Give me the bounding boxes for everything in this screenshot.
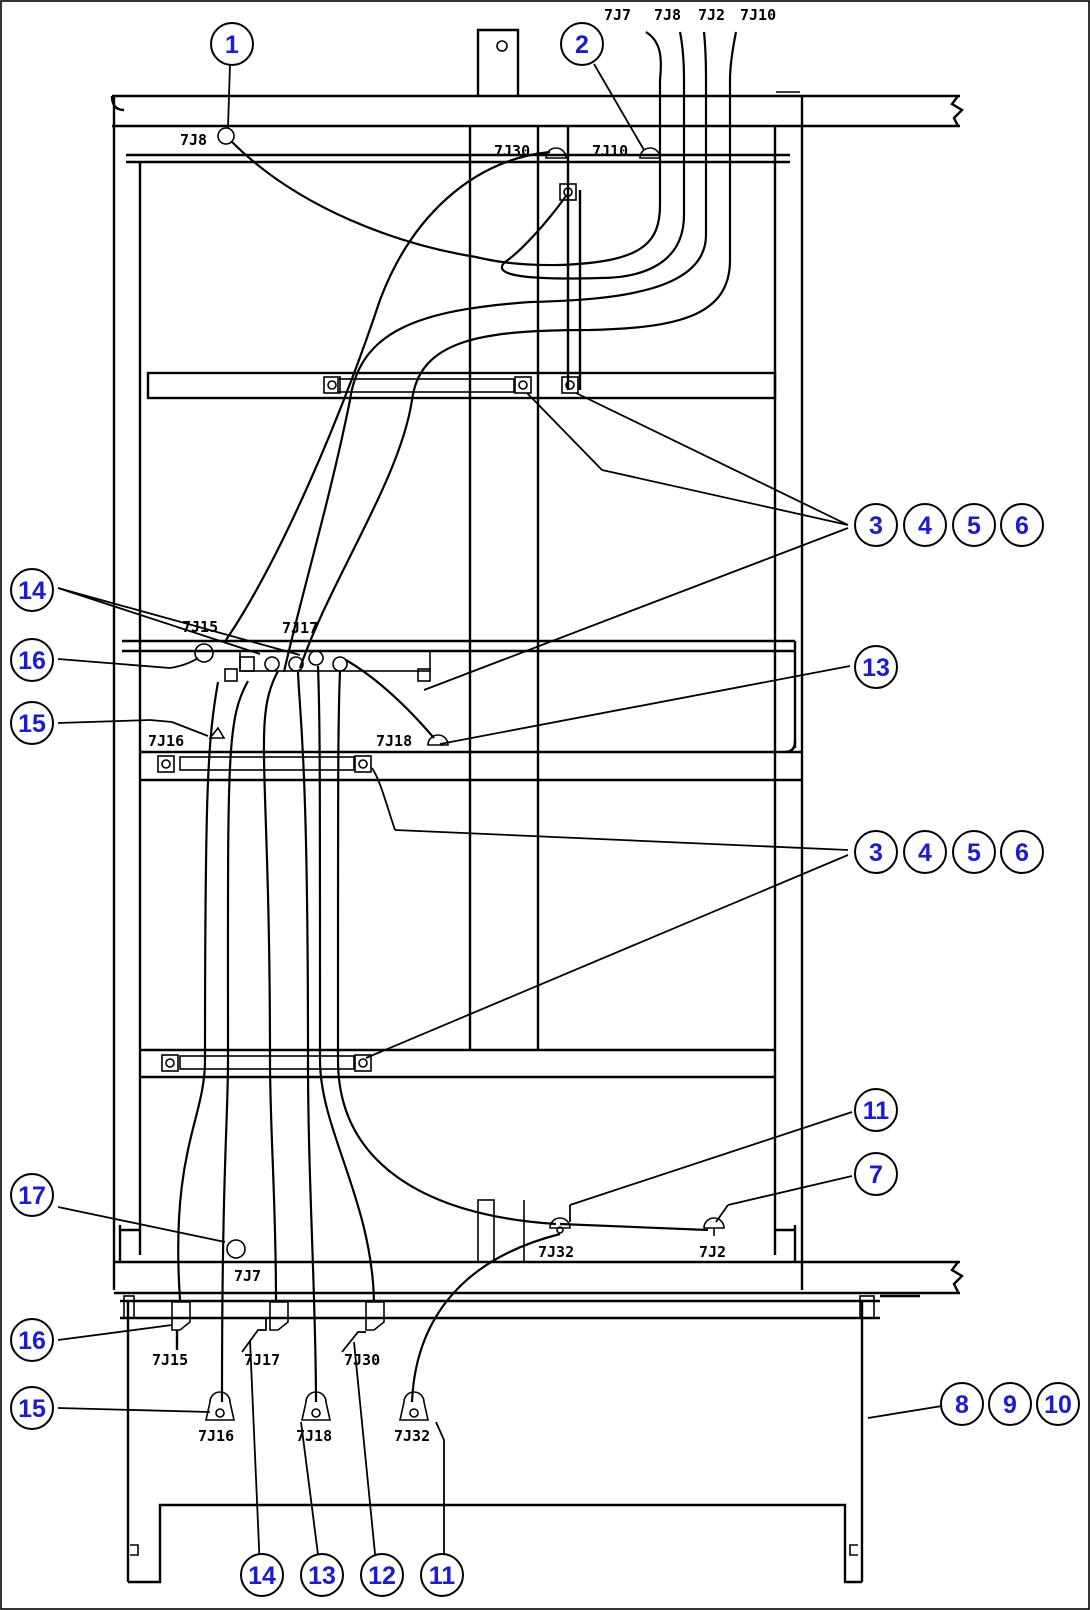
balloon-11-lower: 11 xyxy=(420,1553,464,1597)
svg-text:6: 6 xyxy=(1015,512,1029,540)
label-7j17: 7J17 xyxy=(282,619,318,637)
label-lower-7j16: 7J16 xyxy=(198,1427,234,1445)
balloon-1: 1 xyxy=(210,22,254,66)
label-7j18: 7J18 xyxy=(376,732,412,750)
balloon-15-lower: 15 xyxy=(10,1386,54,1430)
svg-text:6: 6 xyxy=(1015,839,1029,867)
balloon-13-lower: 13 xyxy=(300,1553,344,1597)
balloon-8: 8 xyxy=(940,1382,984,1426)
balloon-2: 2 xyxy=(560,22,604,66)
balloon-7: 7 xyxy=(854,1152,898,1196)
svg-text:11: 11 xyxy=(429,1562,456,1590)
label-lower-7j32: 7J32 xyxy=(394,1427,430,1445)
balloon-10: 10 xyxy=(1036,1382,1080,1426)
label-top-7j8: 7J8 xyxy=(654,6,681,24)
label-lower-7j18: 7J18 xyxy=(296,1427,332,1445)
svg-text:9: 9 xyxy=(1003,1391,1017,1419)
balloon-14-upper: 14 xyxy=(10,568,54,612)
label-7j10: 7J10 xyxy=(592,142,628,160)
svg-text:17: 17 xyxy=(18,1182,46,1210)
svg-text:11: 11 xyxy=(863,1097,890,1125)
balloon-14-lower: 14 xyxy=(240,1553,284,1597)
callout-balloons: 1 2 3 4 5 6 14 16 13 15 3 4 5 6 11 7 17 … xyxy=(10,22,1080,1597)
svg-text:15: 15 xyxy=(18,1395,46,1423)
balloon-4-lower: 4 xyxy=(903,830,947,874)
svg-text:13: 13 xyxy=(862,654,890,682)
svg-text:3: 3 xyxy=(869,839,883,867)
svg-text:5: 5 xyxy=(967,839,981,867)
balloon-4-upper: 4 xyxy=(903,503,947,547)
svg-text:5: 5 xyxy=(967,512,981,540)
svg-text:4: 4 xyxy=(918,512,932,540)
balloon-6-upper: 6 xyxy=(1000,503,1044,547)
label-7j30: 7J30 xyxy=(494,142,530,160)
svg-text:4: 4 xyxy=(918,839,932,867)
balloon-16-upper: 16 xyxy=(10,638,54,682)
svg-text:16: 16 xyxy=(18,647,46,675)
balloon-16-lower: 16 xyxy=(10,1318,54,1362)
harness-wires xyxy=(177,31,738,1403)
svg-text:8: 8 xyxy=(955,1391,969,1419)
label-7j16: 7J16 xyxy=(148,732,184,750)
label-top-7j10: 7J10 xyxy=(740,6,776,24)
label-7j15: 7J15 xyxy=(182,618,218,636)
balloon-5-lower: 5 xyxy=(952,830,996,874)
label-lower-7j30: 7J30 xyxy=(344,1351,380,1369)
label-7j2: 7J2 xyxy=(699,1243,726,1261)
svg-text:2: 2 xyxy=(575,31,589,59)
balloon-3-lower: 3 xyxy=(854,830,898,874)
balloon-3-upper: 3 xyxy=(854,503,898,547)
label-lower-7j15: 7J15 xyxy=(152,1351,188,1369)
clamps xyxy=(157,183,579,1072)
svg-text:3: 3 xyxy=(869,512,883,540)
label-7j7: 7J7 xyxy=(234,1267,261,1285)
svg-text:16: 16 xyxy=(18,1327,46,1355)
svg-text:14: 14 xyxy=(18,577,46,605)
svg-text:15: 15 xyxy=(18,710,46,738)
svg-text:10: 10 xyxy=(1044,1391,1072,1419)
svg-text:14: 14 xyxy=(248,1562,276,1590)
svg-text:1: 1 xyxy=(225,31,239,59)
balloon-6-lower: 6 xyxy=(1000,830,1044,874)
label-7j8: 7J8 xyxy=(180,131,207,149)
svg-text:13: 13 xyxy=(308,1562,336,1590)
label-top-7j7: 7J7 xyxy=(604,6,631,24)
balloon-13-upper: 13 xyxy=(854,645,898,689)
label-7j32: 7J32 xyxy=(538,1243,574,1261)
label-top-7j2: 7J2 xyxy=(698,6,725,24)
svg-text:12: 12 xyxy=(368,1562,396,1590)
balloon-5-upper: 5 xyxy=(952,503,996,547)
balloon-11-upper: 11 xyxy=(854,1088,898,1132)
label-lower-7j17: 7J17 xyxy=(244,1351,280,1369)
connector-labels: 7J7 7J8 7J2 7J10 7J8 7J30 7J10 7J15 7J17… xyxy=(148,6,776,1445)
leader-lines xyxy=(57,63,943,1585)
balloon-17: 17 xyxy=(10,1173,54,1217)
balloon-15-upper: 15 xyxy=(10,701,54,745)
svg-text:7: 7 xyxy=(869,1161,883,1189)
frame-structure xyxy=(110,28,964,1584)
balloon-9: 9 xyxy=(988,1382,1032,1426)
balloon-12: 12 xyxy=(360,1553,404,1597)
connectors xyxy=(171,127,725,1421)
